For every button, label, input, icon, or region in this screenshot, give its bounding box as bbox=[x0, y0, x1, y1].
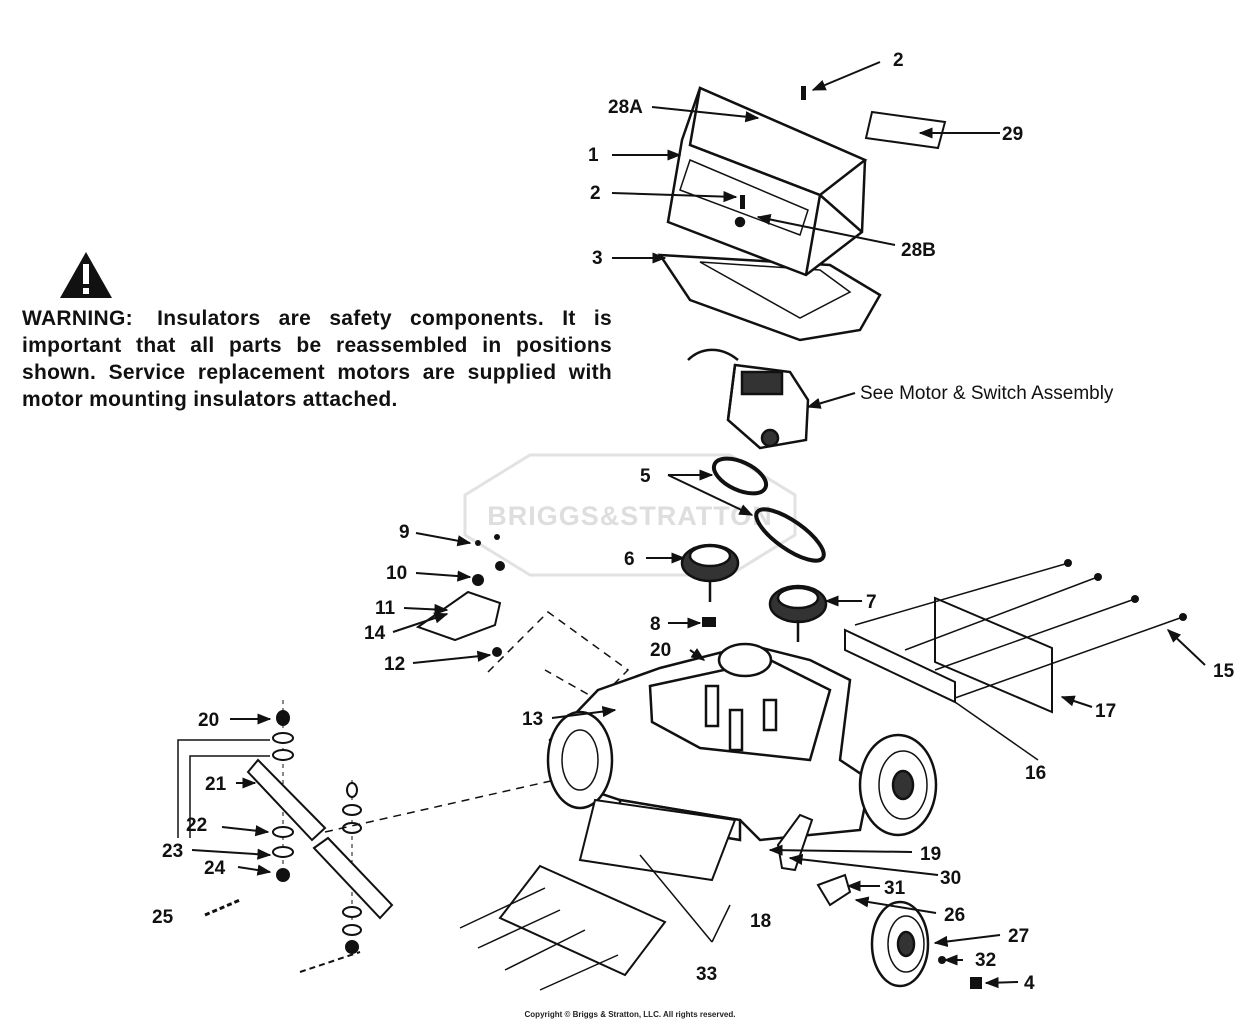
part-label-28a: 28A bbox=[608, 97, 643, 118]
blade-dashed-line bbox=[324, 779, 556, 833]
part-label-21: 21 bbox=[205, 774, 227, 795]
linkage-dashed bbox=[487, 611, 630, 701]
pulley bbox=[680, 543, 740, 602]
part-label-8: 8 bbox=[650, 614, 661, 635]
bolt-heads bbox=[1064, 559, 1187, 621]
motor-callout: See Motor & Switch Assembly bbox=[860, 383, 1114, 404]
screw bbox=[740, 195, 745, 209]
part-label-2: 2 bbox=[590, 183, 601, 204]
part-label-4: 4 bbox=[1024, 973, 1035, 994]
nut bbox=[702, 617, 716, 627]
brand-watermark: BRIGGS&STRATTON bbox=[487, 501, 773, 531]
part-label-20: 20 bbox=[198, 710, 219, 731]
label-decal bbox=[864, 110, 947, 150]
mower-deck bbox=[546, 642, 872, 842]
motor-cover-housing bbox=[657, 86, 882, 342]
part-label-3: 3 bbox=[592, 248, 603, 269]
front-wheel bbox=[870, 900, 930, 988]
part-label-31: 31 bbox=[884, 878, 906, 899]
screw-small bbox=[475, 534, 500, 546]
latch-bracket bbox=[415, 561, 505, 657]
part-label-30: 30 bbox=[940, 868, 961, 889]
hubcap bbox=[970, 977, 982, 989]
part-label-6: 6 bbox=[624, 549, 635, 570]
callout-leaders bbox=[191, 61, 1206, 989]
part-label-7: 7 bbox=[866, 592, 877, 613]
drive-belts bbox=[711, 456, 826, 563]
warning-label: WARNING: bbox=[22, 307, 133, 330]
rear-guard-plate bbox=[844, 596, 1053, 714]
part-label-12: 12 bbox=[384, 654, 405, 675]
part-label-16: 16 bbox=[1025, 763, 1046, 784]
part-label-24: 24 bbox=[204, 858, 226, 879]
part-label-26: 26 bbox=[944, 905, 965, 926]
part-label-10: 10 bbox=[386, 563, 407, 584]
rear-wheel bbox=[858, 733, 938, 837]
blade-assembly bbox=[246, 700, 394, 955]
part-label-9: 9 bbox=[399, 522, 410, 543]
part-label-27: 27 bbox=[1008, 926, 1029, 947]
part-label-11: 11 bbox=[375, 598, 396, 619]
warning-text: Insulators are safety components. It is … bbox=[22, 307, 612, 411]
part-label-19: 19 bbox=[920, 844, 941, 865]
axle-bracket bbox=[776, 813, 852, 907]
screw bbox=[801, 86, 806, 100]
bolts bbox=[854, 563, 1181, 699]
part-label-22: 22 bbox=[186, 815, 207, 836]
part-label-25: 25 bbox=[152, 907, 174, 928]
blade-dashed-line bbox=[299, 951, 361, 973]
part-label-33: 33 bbox=[696, 964, 717, 985]
watermark-frame bbox=[463, 453, 797, 577]
part-label-15: 15 bbox=[1213, 661, 1235, 682]
callout-bracket-23 bbox=[177, 739, 270, 838]
bolt-25 bbox=[204, 898, 241, 917]
part-label-23: 23 bbox=[162, 841, 183, 862]
part-label-14: 14 bbox=[364, 623, 386, 644]
part-label-2: 2 bbox=[893, 50, 904, 71]
callout-leaders-plain bbox=[639, 701, 1039, 943]
part-label-13: 13 bbox=[522, 709, 543, 730]
part-label-17: 17 bbox=[1095, 701, 1116, 722]
part-label-20: 20 bbox=[650, 640, 671, 661]
washer bbox=[938, 956, 946, 964]
part-label-5: 5 bbox=[640, 466, 651, 487]
part-label-29: 29 bbox=[1002, 124, 1023, 145]
part-label-1: 1 bbox=[588, 145, 599, 166]
motor-switch-assembly bbox=[687, 348, 810, 450]
copyright-notice: Copyright © Briggs & Stratton, LLC. All … bbox=[524, 1010, 736, 1019]
part-number-labels: 1 2 2 3 28A 29 28B 5 6 7 8 9 10 11 14 12… bbox=[152, 50, 1235, 994]
front-guard-plate bbox=[498, 864, 667, 977]
warning-triangle-icon bbox=[60, 252, 112, 298]
part-label-28b: 28B bbox=[901, 240, 936, 261]
front-bolts bbox=[459, 887, 619, 991]
warning-notice: WARNING: Insulators are safety component… bbox=[22, 305, 612, 413]
deck-skirt bbox=[578, 798, 737, 882]
part-label-32: 32 bbox=[975, 950, 996, 971]
part-label-18: 18 bbox=[750, 911, 771, 932]
